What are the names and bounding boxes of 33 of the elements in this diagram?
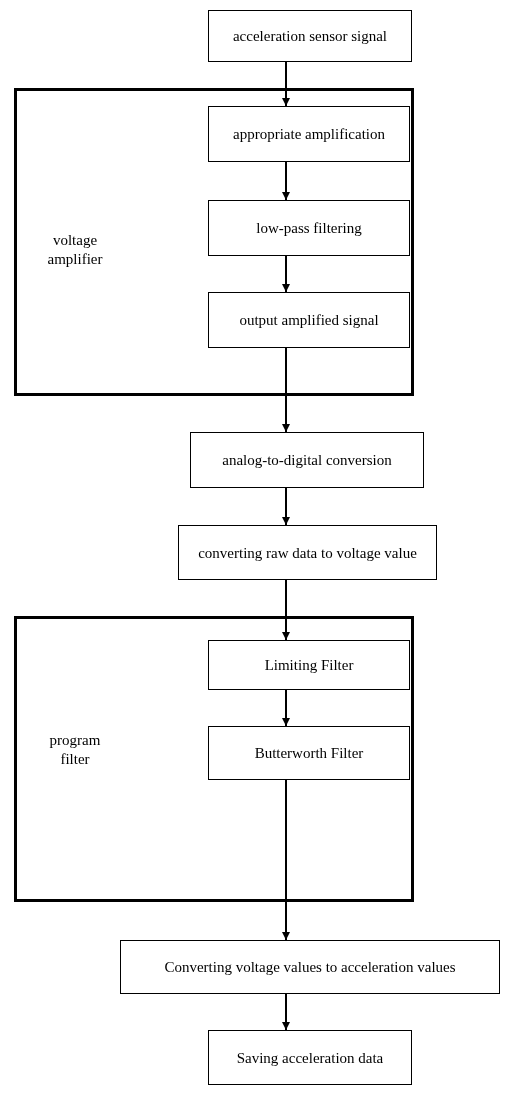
- group-label: voltage amplifier: [46, 231, 104, 269]
- arrow: [282, 779, 290, 941]
- arrow: [282, 487, 290, 526]
- process-box: [208, 10, 412, 62]
- arrow: [282, 347, 290, 433]
- arrow: [282, 993, 290, 1031]
- arrow: [282, 161, 290, 201]
- group-label: program filter: [48, 731, 102, 769]
- process-box: [178, 525, 437, 580]
- box-label: Limiting Filter: [264, 656, 354, 674]
- box-label: Saving acceleration data: [236, 1048, 384, 1067]
- process-box: [208, 200, 410, 256]
- arrow: [282, 689, 290, 727]
- box-label: Converting voltage values to acceleration values: [164, 958, 456, 976]
- arrow: [282, 579, 290, 641]
- box-label: converting raw data to voltage value: [198, 543, 417, 562]
- box-label: low-pass filtering: [256, 219, 362, 237]
- box-label: Butterworth Filter: [254, 744, 364, 762]
- group-frame: [14, 616, 414, 902]
- group-frame: [14, 88, 414, 396]
- box-label: acceleration sensor signal: [232, 27, 388, 45]
- arrow: [282, 61, 290, 107]
- process-box: [120, 940, 500, 994]
- process-box: [208, 640, 410, 690]
- box-label: appropriate amplification: [233, 125, 385, 143]
- process-box: [208, 106, 410, 162]
- process-box: [190, 432, 424, 488]
- box-label: output amplified signal: [239, 311, 379, 329]
- process-box: [208, 292, 410, 348]
- box-label: analog-to-digital conversion: [222, 451, 392, 469]
- process-box: [208, 726, 410, 780]
- process-box: [208, 1030, 412, 1085]
- arrow: [282, 255, 290, 293]
